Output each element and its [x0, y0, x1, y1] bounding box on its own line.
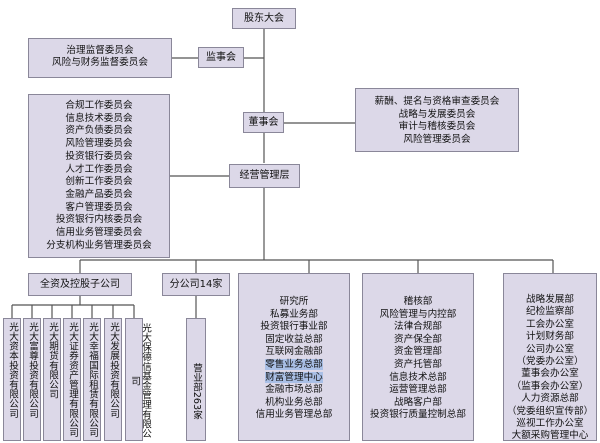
business-department-item-highlighted: 零售业务总部 — [239, 358, 349, 372]
subsidiary-name: 光大期货有限公司 — [47, 322, 58, 399]
board-committee-item: 薪酬、提名与资格审查委员会 — [374, 96, 500, 107]
admin-department-item: 工会办公室 — [526, 318, 574, 330]
admin-department-item: （党委组织宣传部） — [506, 405, 594, 417]
business-departments-list: 研究所 私募业务部 投资银行事业部 固定收益总部 互联网金融部 零售业务总部 财… — [239, 296, 349, 422]
subsidiary-box: 光大幸福国际租赁有限公司 — [83, 318, 101, 441]
subsidiary-name: 光大资本投资有限公司 — [7, 322, 18, 418]
board-committees-list: 薪酬、提名与资格审查委员会 战略与发展委员会 审计与稽核委员会 风险管理委员会 — [356, 96, 518, 146]
control-department-item: 资金管理部 — [394, 346, 442, 358]
business-department-item: 研究所 — [279, 296, 309, 307]
management-committee-item: 信用业务管理委员会 — [55, 227, 143, 239]
branches-title: 分公司14家 — [169, 279, 223, 290]
subsidiary-box: 光大富尊投资有限公司 — [23, 318, 41, 441]
management-committee-item: 投资银行委员会 — [65, 150, 133, 162]
admin-departments-box: 战略发展部 纪检监察部 工会办公室 计划财务部 公司办公室 （党委办公室） 董事… — [503, 273, 597, 441]
management-committee-item: 客户管理委员会 — [65, 201, 133, 213]
control-department-item: 稽核部 — [403, 296, 433, 307]
sales-dept-box: 营业部263家 — [186, 318, 206, 441]
subsidiary-box: 光大证券资产管理有限公司 — [63, 318, 81, 441]
board-committee-item: 审计与稽核委员会 — [398, 121, 476, 132]
admin-department-item: 巡视工作办公室 — [516, 418, 584, 430]
subsidiary-name: 光大幸福国际租赁有限公司 — [87, 322, 98, 438]
management-committee-item: 信息技术委员会 — [65, 112, 133, 124]
management-committee-item: 风险管理委员会 — [65, 138, 133, 150]
management-committee-item: 创新工作委员会 — [65, 176, 133, 188]
control-department-item: 资产托管部 — [394, 358, 442, 370]
subsidiary-name: 光大富尊投资有限公司 — [27, 322, 38, 418]
board-box: 董事会 — [243, 112, 284, 133]
control-department-item: 资产保全部 — [394, 333, 442, 345]
management-box: 经营管理层 — [229, 164, 300, 188]
business-department-item: 固定收益总部 — [265, 333, 323, 345]
subsidiary-box: 光大资本投资有限公司 — [3, 318, 21, 441]
business-departments-box: 研究所 私募业务部 投资银行事业部 固定收益总部 互联网金融部 零售业务总部 财… — [238, 273, 350, 441]
highlight-mark: 零售业务总部 — [265, 358, 323, 370]
control-department-item: 信息技术总部 — [389, 371, 447, 383]
sales-dept-label: 营业部263家 — [191, 363, 202, 420]
supervisory-committees-box: 治理监督委员会 风险与财务监督委员会 — [28, 38, 172, 78]
management-committees-box: 合规工作委员会 信息技术委员会 资产负债委员会 风险管理委员会 投资银行委员会 … — [28, 94, 170, 258]
shareholders-meeting-label: 股东大会 — [244, 13, 284, 24]
management-committee-item: 合规工作委员会 — [65, 100, 133, 111]
management-label: 经营管理层 — [239, 170, 290, 181]
subsidiary-name: 光大发展投资有限公司 — [108, 322, 119, 418]
admin-department-item: （党委办公室） — [516, 356, 584, 368]
management-committee-item: 人才工作委员会 — [65, 163, 133, 175]
board-committee-item: 战略与发展委员会 — [398, 108, 476, 120]
subsidiaries-box: 全资及控股子公司 — [28, 273, 132, 296]
control-department-item: 战略客户部 — [394, 396, 442, 408]
branches-box: 分公司14家 — [162, 273, 230, 296]
business-department-item: 互联网金融部 — [265, 346, 323, 358]
admin-department-item: 大额采购管理中心 — [511, 430, 589, 442]
supervisory-board-box: 监事会 — [198, 47, 244, 68]
admin-department-item: 纪检监察部 — [526, 306, 574, 318]
business-department-item: 金融市场总部 — [265, 384, 323, 396]
business-department-item: 投资银行事业部 — [260, 321, 328, 333]
board-committees-box: 薪酬、提名与资格审查委员会 战略与发展委员会 审计与稽核委员会 风险管理委员会 — [355, 88, 519, 152]
admin-department-item: 公司办公室 — [526, 343, 574, 355]
business-department-item-highlighted: 财富管理中心 — [239, 371, 349, 385]
management-committee-item: 资产负债委员会 — [65, 125, 133, 137]
business-department-item: 机构业务总部 — [265, 396, 323, 408]
board-committee-item: 风险管理委员会 — [403, 133, 471, 145]
business-department-item: 私募业务部 — [270, 308, 318, 320]
subsidiary-box: 光大发展投资有限公司 — [104, 318, 122, 441]
admin-department-item: 战略发展部 — [526, 294, 574, 305]
management-committee-item: 分支机构业务管理委员会 — [46, 239, 152, 251]
control-department-item: 运营管理总部 — [389, 384, 447, 396]
supervisory-board-label: 监事会 — [206, 52, 236, 63]
admin-department-item: 人力资源总部 — [521, 393, 579, 405]
management-committees-list: 合规工作委员会 信息技术委员会 资产负债委员会 风险管理委员会 投资银行委员会 … — [29, 100, 169, 252]
admin-departments-list: 战略发展部 纪检监察部 工会办公室 计划财务部 公司办公室 （党委办公室） 董事… — [504, 294, 596, 443]
supervisory-committee-item: 风险与财务监督委员会 — [52, 57, 148, 69]
management-committee-item: 金融产品委员会 — [65, 188, 133, 200]
subsidiary-name: 光大证券资产管理有限公司 — [67, 322, 78, 438]
subsidiaries-title: 全资及控股子公司 — [40, 279, 120, 290]
subsidiary-name: 光大保德信基金管理有限公司 — [129, 323, 151, 439]
admin-department-item: 计划财务部 — [526, 331, 574, 343]
subsidiary-box: 光大保德信基金管理有限公司 — [125, 318, 151, 441]
control-department-item: 法律合规部 — [394, 321, 442, 333]
admin-department-item: 董事会办公室 — [521, 368, 579, 380]
supervisory-committee-item: 治理监督委员会 — [66, 45, 134, 56]
management-committee-item: 投资银行内核委员会 — [55, 214, 143, 226]
control-department-item: 投资银行质量控制总部 — [370, 409, 466, 421]
subsidiary-box: 光大期货有限公司 — [43, 318, 61, 441]
control-department-item: 风险管理与内控部 — [379, 308, 457, 320]
shareholders-meeting-box: 股东大会 — [232, 8, 296, 29]
supervisory-committees-list: 治理监督委员会 风险与财务监督委员会 — [29, 45, 171, 70]
control-departments-box: 稽核部 风险管理与内控部 法律合规部 资产保全部 资金管理部 资产托管部 信息技… — [362, 273, 474, 441]
admin-department-item: （监事会办公室） — [511, 380, 589, 392]
business-department-item: 信用业务管理总部 — [255, 409, 333, 421]
board-label: 董事会 — [248, 117, 279, 128]
control-departments-list: 稽核部 风险管理与内控部 法律合规部 资产保全部 资金管理部 资产托管部 信息技… — [363, 296, 473, 422]
highlight-mark: 财富管理中心 — [265, 371, 323, 383]
